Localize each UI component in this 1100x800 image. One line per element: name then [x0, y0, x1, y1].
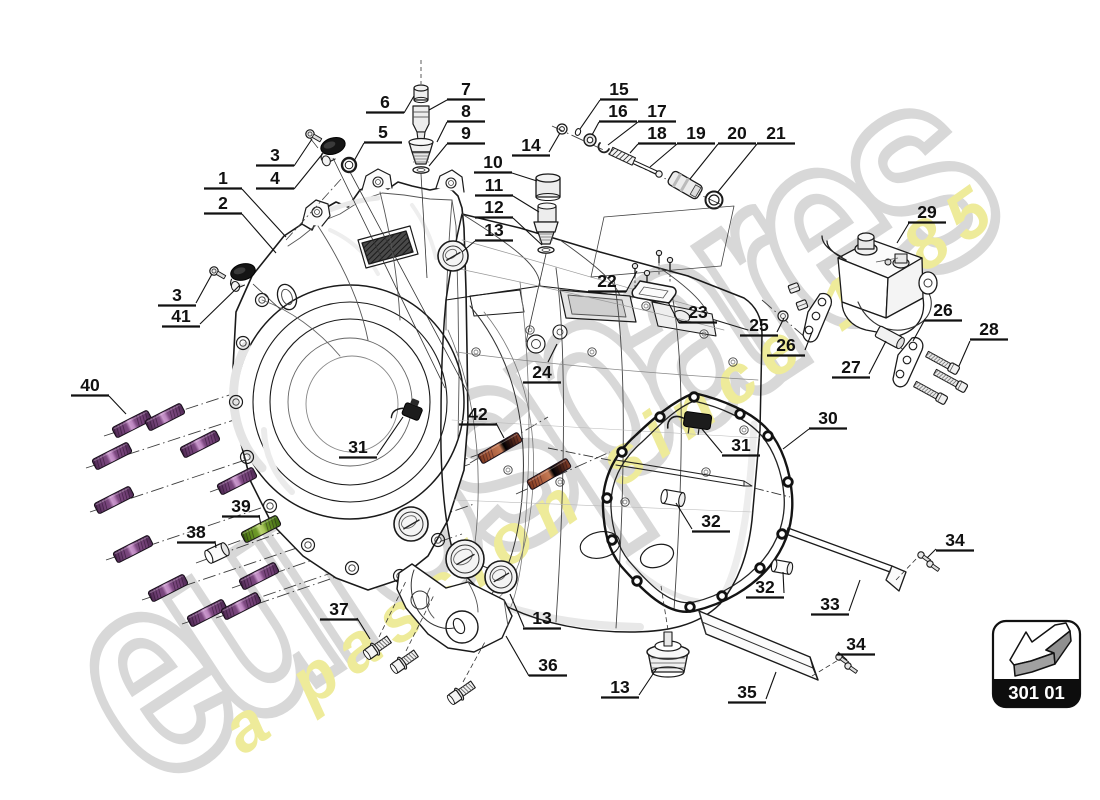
svg-text:15: 15 — [609, 79, 629, 99]
svg-text:23: 23 — [688, 302, 708, 322]
svg-text:39: 39 — [231, 496, 251, 516]
svg-text:22: 22 — [597, 271, 617, 291]
svg-text:28: 28 — [979, 319, 999, 339]
svg-text:eurospares: eurospares — [5, 1, 1054, 800]
svg-text:25: 25 — [749, 315, 769, 335]
svg-text:8: 8 — [461, 101, 471, 121]
svg-text:6: 6 — [380, 92, 390, 112]
svg-text:10: 10 — [483, 152, 503, 172]
svg-text:38: 38 — [186, 522, 206, 542]
svg-text:27: 27 — [841, 357, 860, 377]
svg-text:35: 35 — [737, 682, 757, 702]
svg-text:30: 30 — [818, 408, 838, 428]
svg-text:41: 41 — [171, 306, 191, 326]
svg-text:13: 13 — [484, 220, 504, 240]
svg-text:34: 34 — [846, 634, 866, 654]
svg-text:3: 3 — [172, 285, 182, 305]
svg-text:29: 29 — [917, 202, 937, 222]
svg-text:24: 24 — [532, 362, 552, 382]
svg-text:26: 26 — [933, 300, 953, 320]
svg-text:7: 7 — [461, 79, 471, 99]
svg-text:40: 40 — [80, 375, 100, 395]
svg-text:4: 4 — [270, 168, 280, 188]
svg-text:42: 42 — [468, 404, 488, 424]
svg-text:13: 13 — [532, 608, 552, 628]
svg-text:18: 18 — [647, 123, 667, 143]
svg-text:31: 31 — [731, 435, 751, 455]
svg-text:20: 20 — [727, 123, 747, 143]
svg-text:17: 17 — [647, 101, 666, 121]
svg-text:3: 3 — [270, 145, 280, 165]
svg-text:32: 32 — [701, 511, 721, 531]
svg-text:13: 13 — [610, 677, 630, 697]
svg-text:16: 16 — [608, 101, 628, 121]
svg-text:34: 34 — [945, 530, 965, 550]
svg-text:31: 31 — [348, 437, 368, 457]
svg-text:1: 1 — [218, 168, 228, 188]
svg-text:33: 33 — [820, 594, 840, 614]
svg-text:12: 12 — [484, 197, 504, 217]
svg-text:21: 21 — [766, 123, 786, 143]
svg-text:301 01: 301 01 — [1008, 682, 1065, 703]
svg-text:26: 26 — [776, 335, 796, 355]
svg-text:14: 14 — [521, 135, 541, 155]
svg-text:9: 9 — [461, 123, 471, 143]
svg-text:11: 11 — [485, 175, 504, 195]
svg-text:37: 37 — [329, 599, 348, 619]
svg-text:2: 2 — [218, 193, 228, 213]
svg-text:36: 36 — [538, 655, 558, 675]
svg-text:19: 19 — [686, 123, 706, 143]
svg-text:5: 5 — [378, 122, 388, 142]
svg-text:32: 32 — [755, 577, 775, 597]
